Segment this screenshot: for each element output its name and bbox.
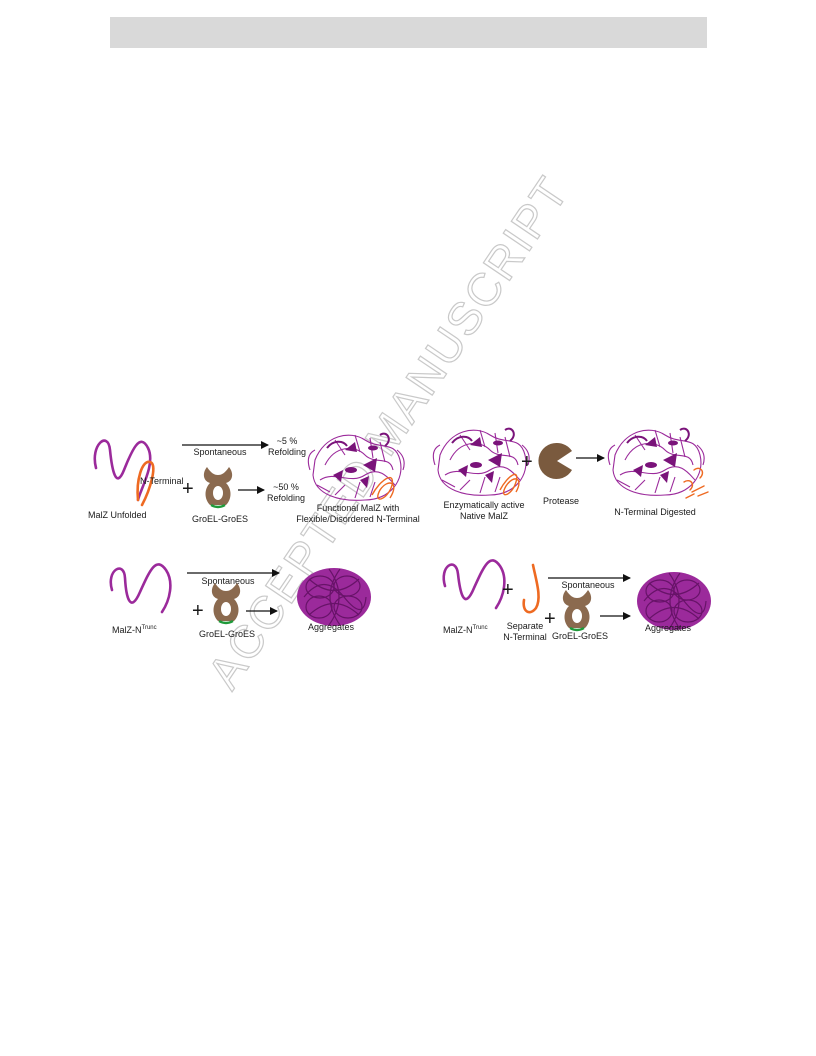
groel-groes-icon — [210, 581, 242, 625]
panel-d: MalZ-NTrunc + Separate N-Terminal Sponta… — [442, 559, 712, 642]
n-terminal-digested-label: N-Terminal Digested — [614, 507, 696, 517]
panel-c: MalZ-NTrunc Spontaneous + GroEL-GroES Ag… — [109, 563, 372, 639]
separate-n-terminal-label: N-Terminal — [503, 632, 547, 642]
functional-malz-label: Functional MalZ with — [317, 503, 400, 513]
digested-fragments — [683, 467, 709, 499]
truncated-malz-label: MalZ-NTrunc — [112, 625, 157, 635]
spontaneous-yield-refolding: Refolding — [268, 447, 306, 457]
spontaneous-label: Spontaneous — [193, 447, 247, 457]
plus-sign: + — [544, 608, 556, 630]
protease-label: Protease — [543, 496, 579, 506]
aggregates-label: Aggregates — [645, 623, 692, 633]
separate-label: Separate — [507, 621, 544, 631]
plus-sign: + — [502, 579, 514, 601]
truncated-malz-strand — [109, 563, 172, 614]
protease-icon — [538, 442, 572, 479]
chaperone-label: GroEL-GroES — [552, 631, 608, 641]
plus-sign: + — [521, 451, 533, 473]
aggregates-label: Aggregates — [308, 622, 355, 632]
plus-sign: + — [192, 600, 204, 622]
header-bar — [110, 17, 707, 48]
native-malz-label: Enzymatically active — [443, 500, 524, 510]
panel-b: Enzymatically active Native MalZ + Prote… — [432, 427, 709, 521]
n-terminal-label: N-Terminal — [140, 476, 184, 486]
native-n-terminal — [499, 473, 520, 496]
flexible-n-terminal-label: Flexible/Disordered N-Terminal — [296, 514, 420, 524]
chaperone-yield: ~50 % — [273, 482, 299, 492]
digested-malz-structure — [607, 427, 706, 497]
chaperone-yield-refolding: Refolding — [267, 493, 305, 503]
chaperone-label: GroEL-GroES — [192, 514, 248, 524]
chaperone-label: GroEL-GroES — [199, 629, 255, 639]
aggregates-icon — [296, 567, 372, 627]
groel-groes-icon — [202, 465, 234, 509]
plus-sign: + — [182, 478, 194, 500]
panel-a: N-Terminal MalZ Unfolded Spontaneous ~5 … — [88, 432, 420, 524]
spontaneous-label: Spontaneous — [561, 580, 615, 590]
truncated-malz-strand — [442, 559, 506, 610]
separate-n-terminal-strand — [522, 563, 540, 614]
spontaneous-yield: ~5 % — [277, 436, 298, 446]
aggregates-icon — [636, 571, 712, 631]
truncated-malz-label: MalZ-NTrunc — [443, 625, 488, 635]
malz-unfolded-label: MalZ Unfolded — [88, 510, 147, 520]
flexible-n-terminal — [371, 476, 395, 500]
native-malz-label-2: Native MalZ — [460, 511, 509, 521]
spontaneous-label: Spontaneous — [201, 576, 255, 586]
groel-groes-icon — [561, 588, 593, 632]
n-terminal-strand — [136, 460, 155, 507]
